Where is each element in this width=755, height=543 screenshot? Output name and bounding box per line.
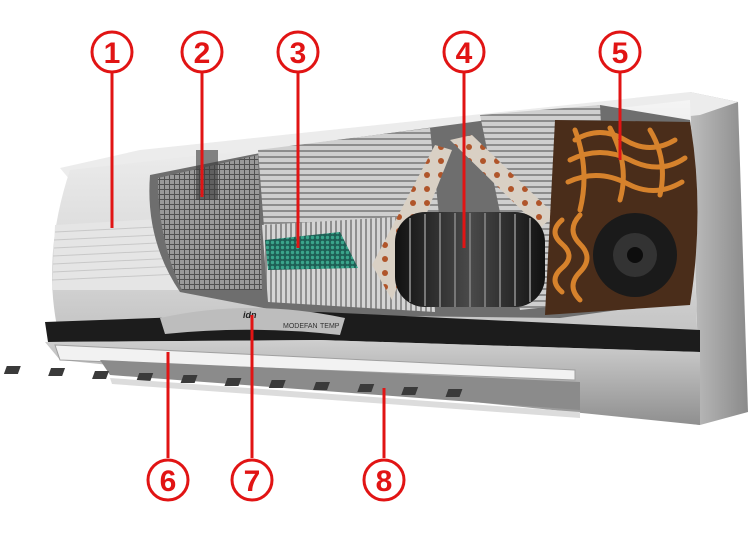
front-panel-grille — [51, 218, 180, 290]
evaporator-coil — [545, 120, 698, 315]
callout-2: 2 — [180, 30, 224, 74]
filter-frame — [196, 150, 218, 200]
purifying-filter — [265, 232, 358, 270]
callout-7: 7 — [230, 458, 274, 502]
callout-3: 3 — [276, 30, 320, 74]
callout-5-label: 5 — [612, 37, 629, 70]
air-outlet-vanes — [3, 360, 580, 418]
cutaway-interior — [149, 105, 698, 318]
brand-logo: idn — [243, 310, 257, 320]
side-wall — [690, 92, 748, 425]
callout-8: 8 — [362, 458, 406, 502]
callout-6: 6 — [146, 458, 190, 502]
callout-2-label: 2 — [194, 37, 211, 70]
callout-1: 1 — [90, 30, 134, 74]
panel-button-labels: MODE FAN TEMP — [283, 323, 340, 330]
louver-flap — [54, 344, 576, 381]
panel-label-2: FAN — [304, 323, 318, 330]
callout-8-label: 8 — [376, 465, 393, 498]
fan-blower — [395, 212, 545, 307]
callout-4-label: 4 — [456, 37, 473, 70]
callout-3-label: 3 — [290, 37, 307, 70]
callout-7-label: 7 — [244, 465, 261, 498]
panel-label-1: MODE — [283, 323, 304, 330]
callout-badges: 1 2 3 4 5 6 7 8 — [90, 30, 642, 502]
perforated-plate-right — [450, 135, 555, 228]
callout-leaders — [110, 73, 622, 458]
callout-5: 5 — [598, 30, 642, 74]
callout-1-label: 1 — [104, 37, 121, 70]
callout-4: 4 — [442, 30, 486, 74]
heat-exchanger-fins-upper — [258, 128, 440, 240]
panel-label-3: TEMP — [320, 323, 340, 330]
callout-6-label: 6 — [160, 465, 177, 498]
air-filter — [158, 155, 262, 290]
